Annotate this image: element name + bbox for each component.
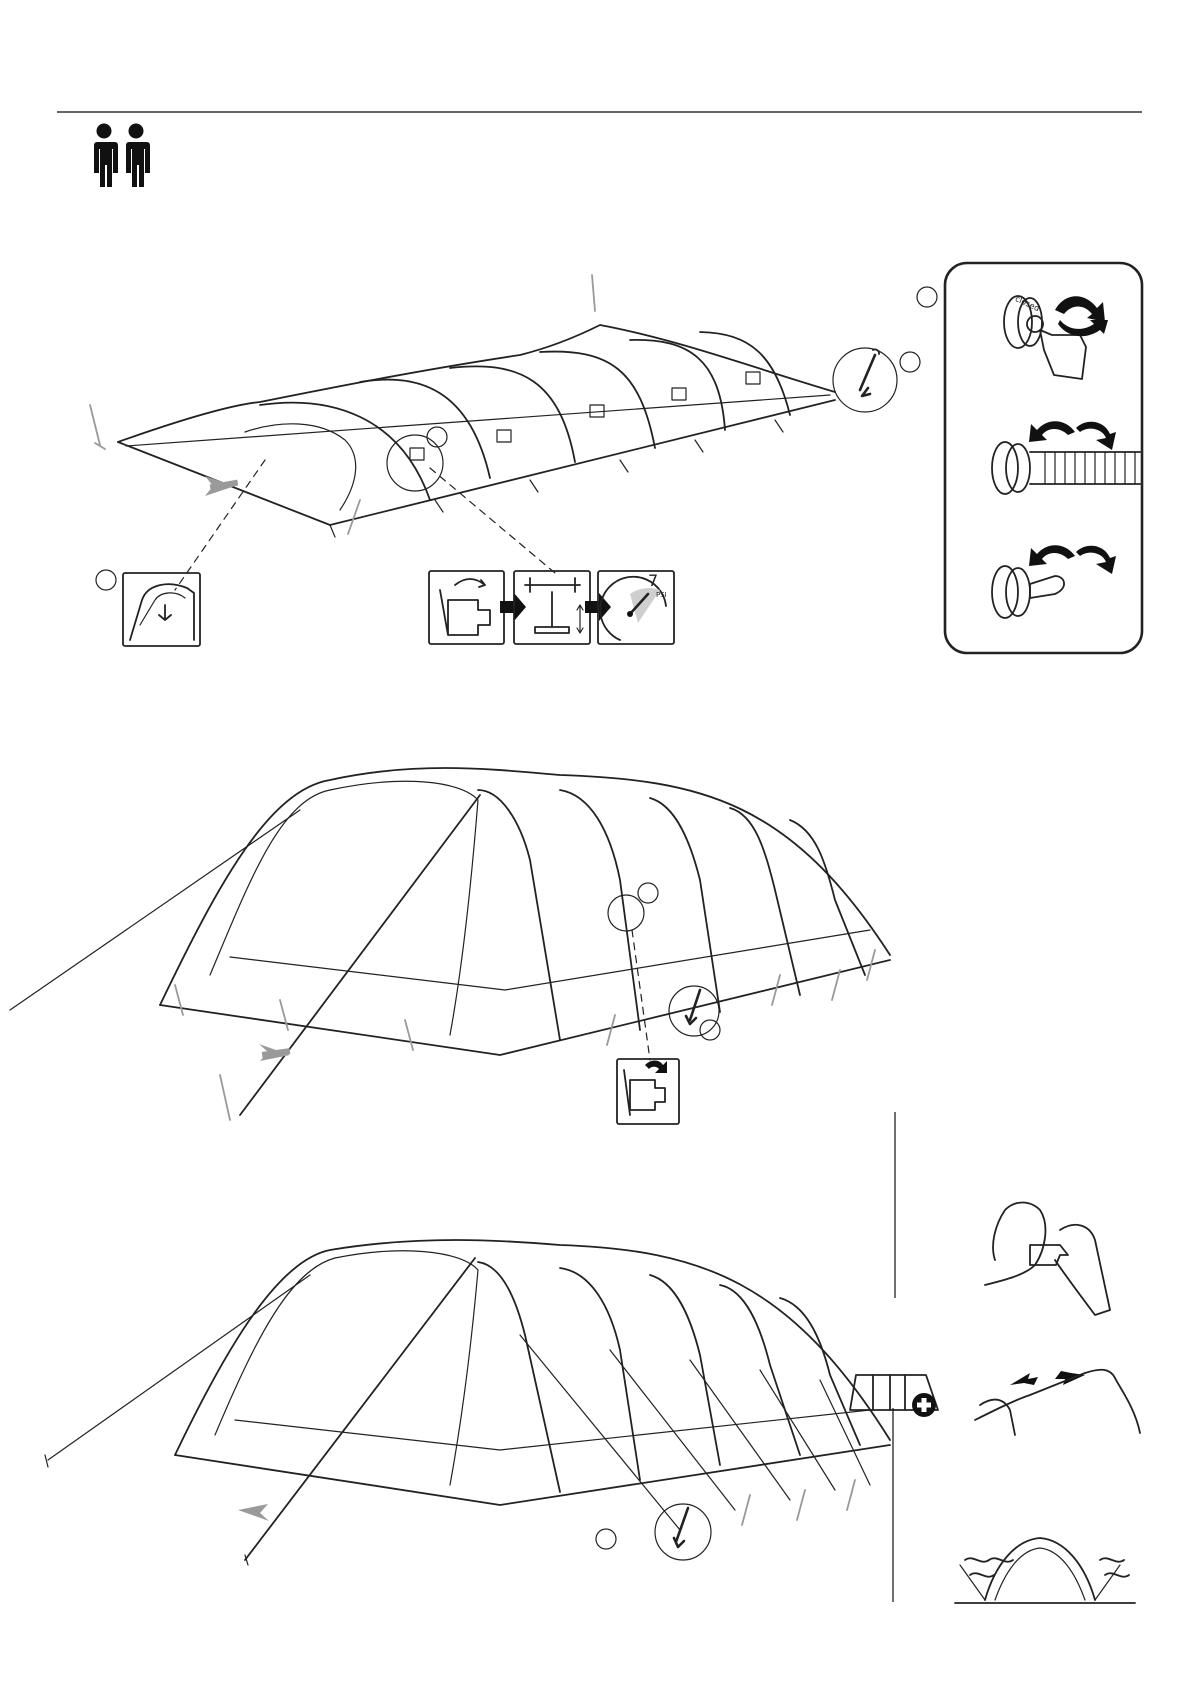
step-number-circle <box>427 427 447 447</box>
valve-open-box <box>429 571 504 644</box>
arrow-icon <box>205 476 238 496</box>
step-number-circle <box>96 570 116 590</box>
step-number-circle <box>638 883 658 903</box>
tent-wind-icon <box>955 1538 1135 1603</box>
rotate-arrow-icon <box>1055 296 1108 336</box>
step-number-circle <box>900 352 920 372</box>
peg-icon <box>674 1508 688 1547</box>
peg-icon <box>175 950 875 1120</box>
plus-icon <box>912 1393 936 1417</box>
valve-close-box <box>617 1059 679 1124</box>
pressure-unit: PSI <box>656 591 667 599</box>
pressure-value: 7 <box>648 571 658 590</box>
zoom-circle-valve <box>387 435 443 491</box>
valve-cap-text: closed <box>1014 294 1041 313</box>
valve-with-hose-icon <box>992 442 1140 494</box>
valve-detail-panel: closed <box>945 263 1142 653</box>
guyed-tent-illustration <box>48 1240 890 1560</box>
flat-tent-illustration <box>118 325 835 537</box>
step-number-circle <box>917 287 937 307</box>
door-detail-box <box>123 573 200 646</box>
valve-icon <box>992 566 1064 618</box>
step-number-circle <box>596 1529 616 1549</box>
rotate-arrow-icon <box>1029 421 1116 450</box>
arrow-icon <box>238 1504 269 1521</box>
rotate-arrow-icon <box>1029 545 1116 574</box>
two-people-icon <box>93 124 150 188</box>
peg-icon <box>860 349 879 396</box>
zoom-circle-peg <box>655 1504 711 1560</box>
peg-icon <box>90 275 595 534</box>
hand-adjusting-icon <box>985 1203 1110 1316</box>
peg-icon <box>45 1455 855 1565</box>
erected-tent-illustration <box>10 768 890 1115</box>
arrow-icon <box>259 1044 290 1061</box>
buckle-tensioner-icon <box>975 1370 1140 1435</box>
